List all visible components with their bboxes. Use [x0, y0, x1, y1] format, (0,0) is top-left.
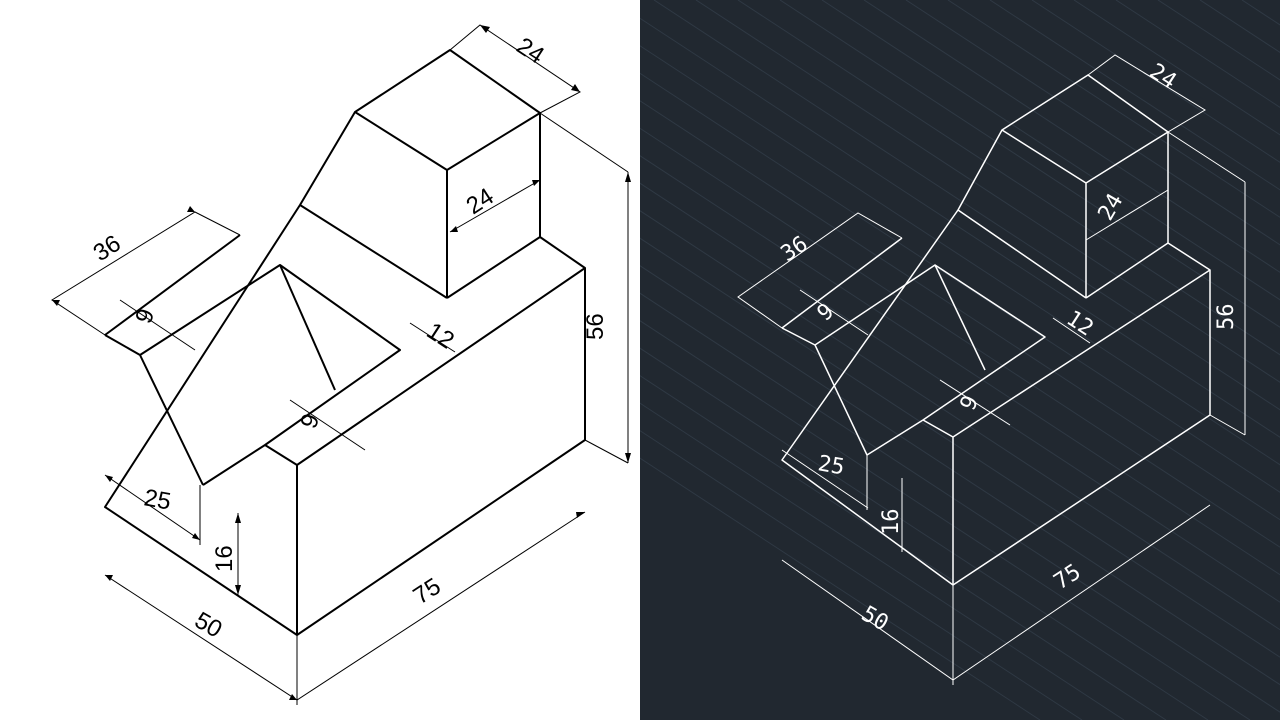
isometric-drawing-cad: 24 24 36 56 12 9 9 25 16 50 75 — [640, 0, 1280, 720]
dim-24-front: 24 — [1094, 190, 1129, 225]
grid-line — [640, 430, 1083, 720]
grid-line — [640, 72, 1280, 493]
dim-56: 56 — [582, 313, 609, 340]
grid-line — [1115, 0, 1280, 108]
grid-line — [779, 0, 1280, 328]
dim-12: 12 — [1062, 306, 1098, 341]
dim-25: 25 — [816, 451, 846, 480]
isometric-grid — [640, 0, 1280, 720]
dim-16: 16 — [879, 509, 904, 536]
grid-line — [947, 0, 1280, 218]
dim-12: 12 — [422, 317, 459, 354]
dim-9-upper: 9 — [130, 305, 160, 327]
isometric-drawing-paper: 24 24 36 56 12 9 9 25 16 50 75 — [51, 24, 631, 705]
grid-line — [640, 127, 1280, 548]
grid-line — [821, 0, 1280, 301]
dim-36: 36 — [777, 232, 813, 267]
grid-line — [1199, 0, 1280, 53]
object-outline — [104, 49, 586, 636]
grid-line — [640, 347, 1209, 720]
grid-line — [737, 0, 1280, 356]
dim-24-top: 24 — [1145, 59, 1181, 94]
dim-24-top: 24 — [512, 32, 549, 69]
dim-9-lower: 9 — [956, 392, 984, 415]
grid-line — [640, 402, 1125, 720]
dim-25: 25 — [142, 484, 173, 515]
grid-line — [640, 457, 1041, 720]
paper-drawing-panel: 24 24 36 56 12 9 9 25 16 50 75 — [51, 24, 631, 705]
grid-line — [640, 320, 1251, 720]
grid-line — [989, 0, 1280, 191]
dim-56: 56 — [1214, 304, 1239, 331]
grid-line — [863, 0, 1280, 273]
cad-drawing-panel: 24 24 36 56 12 9 9 25 16 50 75 — [640, 0, 1280, 720]
dim-24-front: 24 — [462, 183, 499, 220]
grid-line — [640, 45, 1280, 466]
grid-line — [1241, 0, 1280, 26]
dimension-arrows — [52, 25, 631, 700]
grid-line — [640, 210, 1280, 631]
grid-line — [1157, 0, 1280, 81]
object-outline — [781, 74, 1211, 586]
dimension-lines — [737, 54, 1246, 685]
dim-50: 50 — [190, 607, 227, 644]
grid-line — [640, 155, 1280, 576]
dim-50: 50 — [857, 602, 892, 637]
grid-line — [1031, 0, 1280, 163]
grid-line — [695, 0, 1280, 383]
grid-line — [640, 100, 1280, 521]
grid-line — [640, 237, 1280, 658]
grid-line — [1073, 0, 1280, 136]
grid-line — [640, 265, 1280, 686]
grid-line — [640, 17, 1280, 438]
dim-16: 16 — [211, 545, 238, 572]
dim-75: 75 — [409, 573, 446, 610]
grid-line — [640, 182, 1280, 603]
grid-line — [905, 0, 1280, 246]
dimension-lines — [51, 24, 629, 705]
grid-line — [653, 0, 1280, 411]
grid-line — [640, 375, 1167, 720]
grid-line — [640, 292, 1280, 713]
dim-36: 36 — [89, 230, 126, 267]
